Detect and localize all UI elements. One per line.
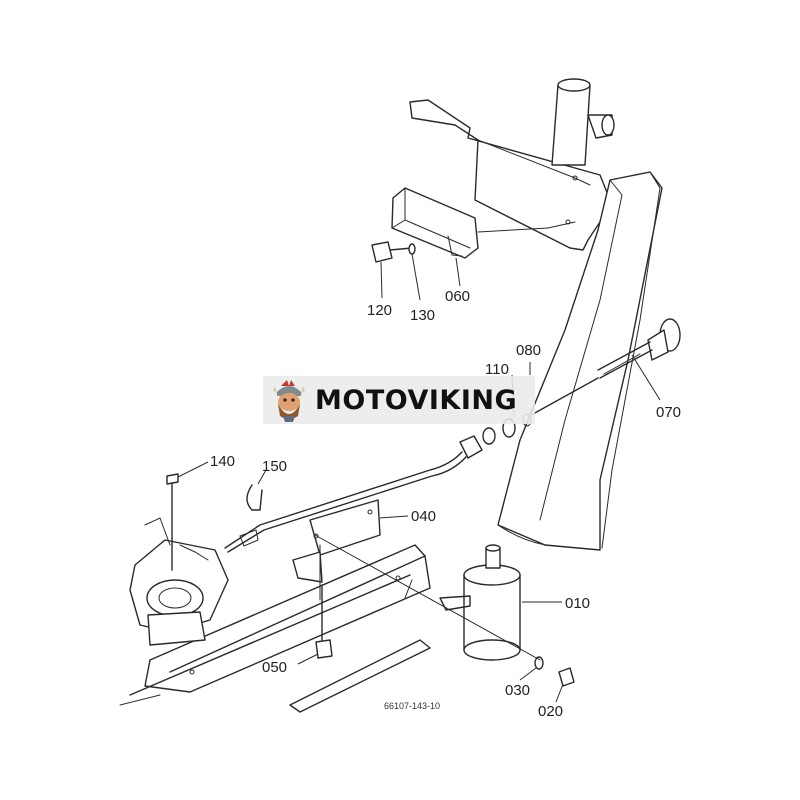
part-label-130: 130: [410, 307, 435, 324]
part-label-070: 070: [656, 404, 681, 421]
watermark-banner: MOTOVIKING: [263, 376, 535, 424]
part-label-150: 150: [262, 458, 287, 475]
part-label-080: 080: [516, 342, 541, 359]
drawing-number: 66107-143-10: [384, 701, 440, 711]
bolt-120: [371, 241, 416, 263]
throttle-cable: [224, 451, 467, 553]
part-label-030: 030: [505, 682, 530, 699]
handle-column: [497, 171, 663, 551]
ignition-coil: [439, 544, 521, 661]
bolt-050: [315, 584, 333, 659]
part-label-140: 140: [210, 453, 235, 470]
cable-clip: [246, 484, 263, 511]
part-labels: 120 130 060 080 110 070 140 150 040 010 …: [210, 288, 681, 720]
upper-tube: [551, 78, 615, 166]
part-label-120: 120: [367, 302, 392, 319]
bracket-040: [292, 499, 381, 583]
part-label-050: 050: [262, 659, 287, 676]
part-label-010: 010: [565, 595, 590, 612]
frame-bars: [119, 544, 431, 713]
switch-box: [391, 187, 549, 259]
bolt-020-and-washer-030: [534, 656, 575, 687]
assembly-lines: [314, 221, 576, 661]
part-label-020: 020: [538, 703, 563, 720]
watermark-brand-text: MOTOVIKING: [315, 384, 518, 416]
viking-mascot-icon: [273, 380, 305, 422]
part-label-060: 060: [445, 288, 470, 305]
part-label-110: 110: [485, 361, 509, 378]
carburetor: [129, 473, 229, 646]
part-label-040: 040: [411, 508, 436, 525]
